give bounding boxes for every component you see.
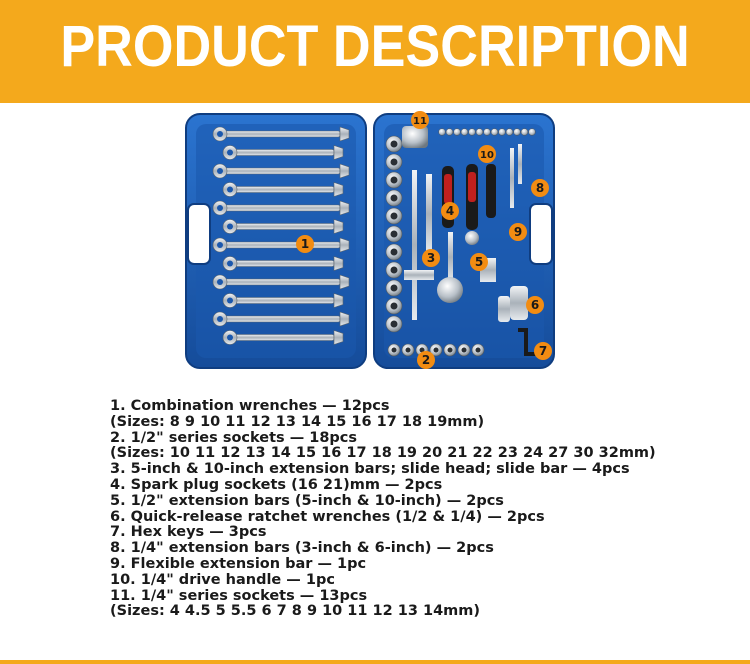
socket bbox=[385, 243, 403, 261]
description-line: 5. 1/2" extension bars (5-inch & 10-inch… bbox=[110, 492, 504, 509]
socket bbox=[385, 279, 403, 297]
callout-label: 5 bbox=[475, 255, 483, 269]
socket bbox=[385, 261, 403, 279]
header-banner: PRODUCT DESCRIPTION bbox=[0, 0, 750, 103]
combination-wrenches bbox=[212, 126, 350, 345]
wrench bbox=[212, 163, 350, 179]
socket bbox=[438, 128, 446, 136]
wrench bbox=[212, 274, 350, 290]
socket bbox=[385, 315, 403, 333]
socket bbox=[468, 128, 476, 136]
wrench bbox=[222, 293, 344, 308]
socket bbox=[385, 297, 403, 315]
extension-bar bbox=[518, 144, 522, 184]
hex-key bbox=[518, 328, 542, 356]
callout-label: 1 bbox=[301, 237, 309, 251]
socket bbox=[385, 207, 403, 225]
callout-label: 10 bbox=[480, 150, 494, 161]
callout-11: 11 bbox=[411, 111, 429, 129]
socket bbox=[460, 128, 469, 136]
description-line: 1. Combination wrenches — 12pcs bbox=[110, 398, 390, 414]
callout-5: 5 bbox=[470, 253, 488, 271]
wrench bbox=[222, 145, 344, 160]
banner-title: PRODUCT DESCRIPTION bbox=[60, 14, 690, 79]
socket bbox=[528, 128, 536, 136]
ratchet-head bbox=[465, 231, 479, 245]
callout-label: 8 bbox=[536, 181, 544, 195]
extension-bar bbox=[412, 170, 417, 320]
description-line: (Sizes: 8 9 10 11 12 13 14 15 16 17 18 1… bbox=[110, 413, 485, 430]
case-left-half bbox=[185, 113, 367, 369]
wrench bbox=[212, 126, 350, 142]
wrench bbox=[222, 330, 344, 345]
socket bbox=[385, 189, 403, 207]
slide-bar bbox=[404, 270, 434, 280]
socket bbox=[513, 128, 521, 136]
extension-bar bbox=[426, 174, 432, 254]
callout-3: 3 bbox=[422, 249, 440, 267]
callout-label: 6 bbox=[531, 298, 539, 312]
socket bbox=[443, 343, 457, 357]
footer-rule bbox=[0, 660, 750, 664]
callout-1: 1 bbox=[296, 235, 314, 253]
callout-8: 8 bbox=[531, 179, 549, 197]
socket bbox=[453, 128, 461, 136]
description-line: 3. 5-inch & 10-inch extension bars; slid… bbox=[110, 461, 630, 478]
socket bbox=[402, 126, 428, 148]
description-list: 1. Combination wrenches — 12pcs (Sizes: … bbox=[110, 398, 740, 620]
socket bbox=[385, 135, 403, 153]
drive-handle bbox=[486, 164, 496, 218]
spark-plug-socket bbox=[510, 286, 528, 320]
callout-10: 10 bbox=[478, 145, 496, 163]
tool-set-image: 1 2 3 4 5 6 7 8 9 10 11 bbox=[185, 111, 555, 369]
callout-9: 9 bbox=[509, 223, 527, 241]
socket bbox=[498, 128, 506, 136]
description-line: 10. 1/4" drive handle — 1pc bbox=[110, 571, 335, 588]
callout-label: 7 bbox=[539, 344, 547, 358]
wrench bbox=[212, 200, 350, 216]
socket bbox=[471, 343, 485, 357]
spark-plug-socket bbox=[498, 296, 510, 322]
callout-markers: 1 2 3 4 5 6 7 8 9 10 11 bbox=[296, 111, 552, 369]
socket bbox=[475, 128, 484, 136]
description-line: 9. Flexible extension bar — 1pc bbox=[110, 555, 367, 572]
description-line: (Sizes: 4 4.5 5 5.5 6 7 8 9 10 11 12 13 … bbox=[110, 603, 481, 620]
wrench bbox=[222, 219, 344, 234]
description-line: 7. Hex keys — 3pcs bbox=[110, 524, 267, 541]
callout-4: 4 bbox=[441, 202, 459, 220]
socket bbox=[457, 343, 471, 357]
description-line: (Sizes: 10 11 12 13 14 15 16 17 18 19 20… bbox=[110, 445, 656, 462]
socket bbox=[520, 128, 529, 136]
callout-label: 3 bbox=[427, 251, 435, 265]
socket bbox=[385, 153, 403, 171]
socket bbox=[483, 128, 491, 136]
description-line: 11. 1/4" series sockets — 13pcs bbox=[110, 587, 368, 604]
callout-label: 4 bbox=[446, 204, 454, 218]
socket bbox=[385, 225, 403, 243]
callout-label: 2 bbox=[422, 353, 430, 367]
extension-bar bbox=[510, 148, 514, 208]
socket bbox=[401, 343, 415, 357]
socket bbox=[387, 343, 401, 357]
callout-6: 6 bbox=[526, 296, 544, 314]
callout-label: 11 bbox=[413, 116, 427, 127]
socket bbox=[429, 343, 443, 357]
wrench bbox=[212, 311, 350, 327]
callout-label: 9 bbox=[514, 225, 522, 239]
description-line: 6. Quick-release ratchet wrenches (1/2 &… bbox=[110, 508, 545, 525]
callout-7: 7 bbox=[534, 342, 552, 360]
wrench bbox=[222, 182, 344, 197]
socket bbox=[490, 128, 499, 136]
wrench bbox=[222, 256, 344, 271]
description-line: 8. 1/4" extension bars (3-inch & 6-inch)… bbox=[110, 540, 494, 557]
socket bbox=[505, 128, 514, 136]
ratchet-head bbox=[437, 277, 463, 303]
socket bbox=[385, 171, 403, 189]
case-right-half bbox=[373, 113, 555, 369]
description-line: 4. Spark plug sockets (16 21)mm — 2pcs bbox=[110, 476, 443, 493]
callout-2: 2 bbox=[417, 351, 435, 369]
description-line: 2. 1/2" series sockets — 18pcs bbox=[110, 429, 358, 446]
socket bbox=[445, 128, 454, 136]
socket-rows bbox=[385, 126, 536, 357]
